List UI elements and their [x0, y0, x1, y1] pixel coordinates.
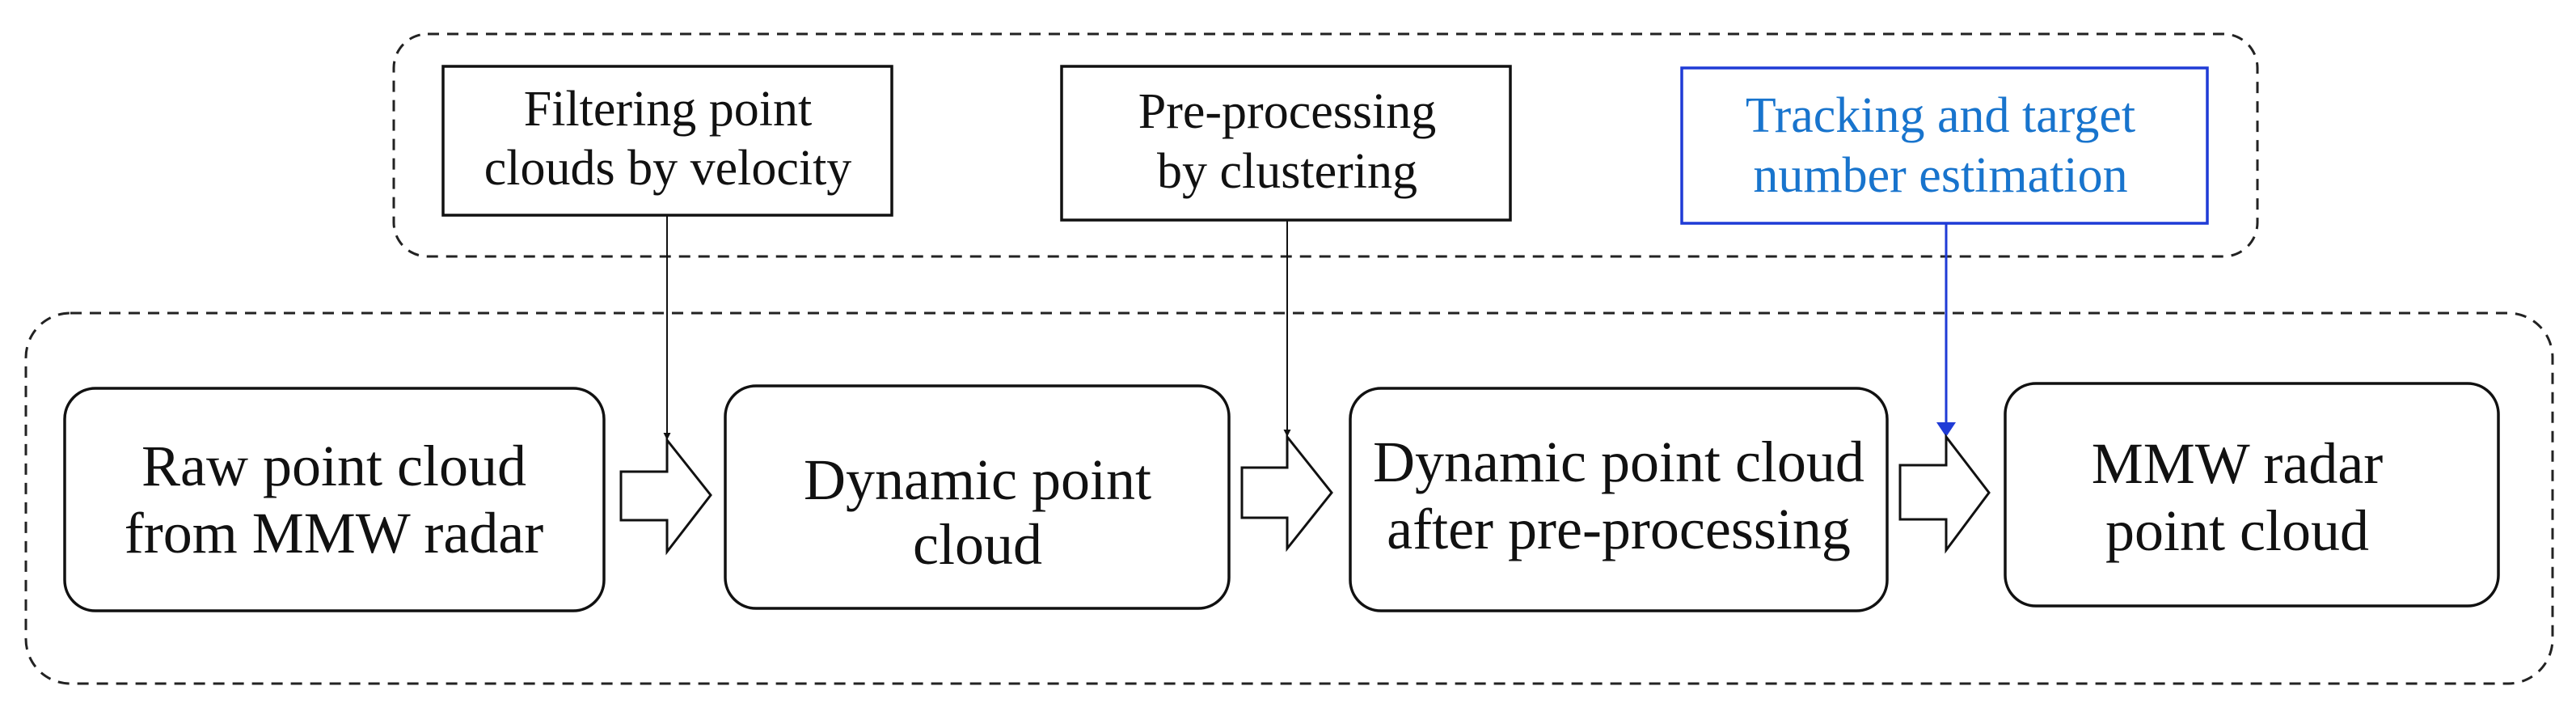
clustering-step-line1: Pre-processing — [1138, 84, 1436, 139]
tracking-step-line2: number estimation — [1753, 148, 2127, 203]
stage-preprocessed-line2: after pre-processing — [1387, 497, 1851, 561]
stage-output-line2: point cloud — [2105, 498, 2369, 563]
stage-dynamic-line2: cloud — [913, 512, 1042, 577]
stage-raw-point-cloud: Raw point cloud from MMW radar — [63, 387, 606, 612]
filtering-step-line2: clouds by velocity — [484, 141, 852, 196]
filtering-step: Filtering point clouds by velocity — [441, 65, 893, 217]
stage-dynamic-line1: Dynamic point — [804, 447, 1151, 512]
stage-output-point-cloud: MMW radar point cloud — [2004, 382, 2500, 608]
clustering-step-line2: by clustering — [1157, 144, 1417, 199]
clustering-step: Pre-processing by clustering — [1060, 65, 1512, 222]
stage-preprocessed-point-cloud: Dynamic point cloud after pre-processing — [1349, 387, 1889, 612]
processing-steps-group — [392, 32, 2259, 258]
stage-raw-line1: Raw point cloud — [141, 434, 526, 498]
tracking-connector — [1936, 223, 1956, 437]
filtering-step-line1: Filtering point — [524, 82, 813, 137]
tracking-step-line1: Tracking and target — [1746, 88, 2135, 143]
flow-arrow-3 — [1898, 433, 1991, 554]
stage-output-line1: MMW radar — [2092, 431, 2384, 496]
stage-preprocessed-line1: Dynamic point cloud — [1373, 430, 1864, 494]
tracking-step: Tracking and target number estimation — [1680, 66, 2209, 225]
flow-arrow-1 — [619, 436, 712, 556]
stage-dynamic-point-cloud: Dynamic point cloud — [724, 384, 1231, 610]
stage-raw-line2: from MMW radar — [125, 501, 544, 565]
data-stages-group — [24, 311, 2554, 685]
flow-arrow-2 — [1240, 433, 1333, 553]
